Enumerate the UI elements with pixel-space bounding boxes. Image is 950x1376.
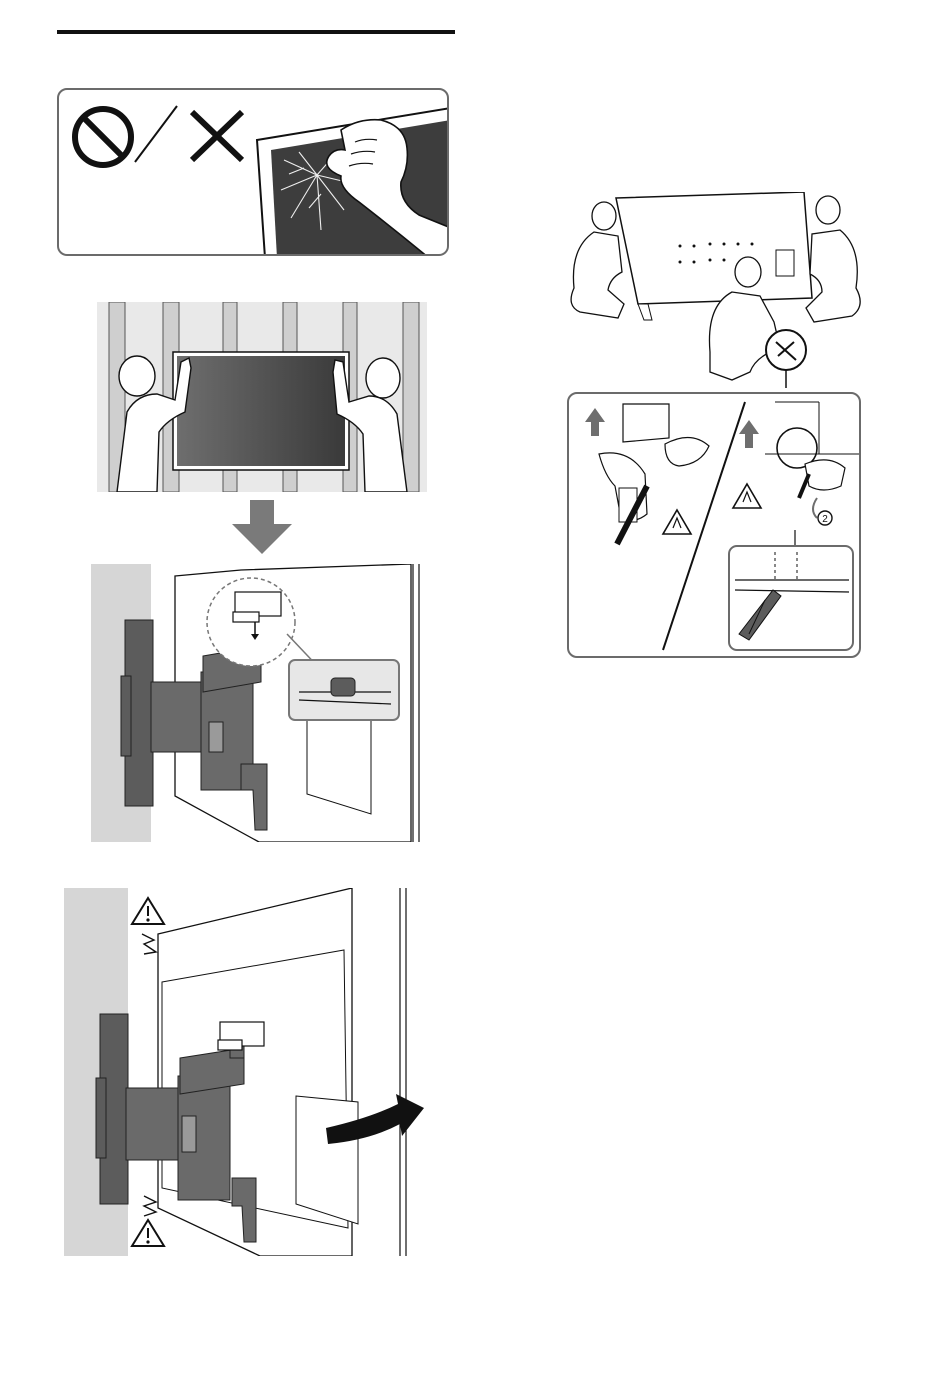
step-2-marker: 2 [822,514,828,525]
cross-mark-icon [192,112,242,160]
stand-removal-detail-box: 2 [567,392,861,658]
cracked-screen-illustration [257,108,449,256]
slash-divider [135,106,177,162]
wall-plate [121,620,153,806]
prohibition-icon [75,109,131,165]
caution-triangle-icon [132,898,164,924]
header-rule [57,30,455,34]
caution-hand-icon [663,510,691,534]
caution-hand-icon [733,484,761,508]
lifting-tv-illustration [97,302,427,492]
arrow-down-icon [232,500,292,554]
lift-up-arrow-icon [585,408,605,436]
handling-warning-box [57,88,449,256]
swing-tv-illustration [64,888,426,1256]
lift-up-arrow-icon [739,420,759,448]
stand-removal-illustration [560,192,870,388]
hook-onto-bracket-illustration [91,564,427,842]
caution-triangle-icon [132,1220,164,1246]
